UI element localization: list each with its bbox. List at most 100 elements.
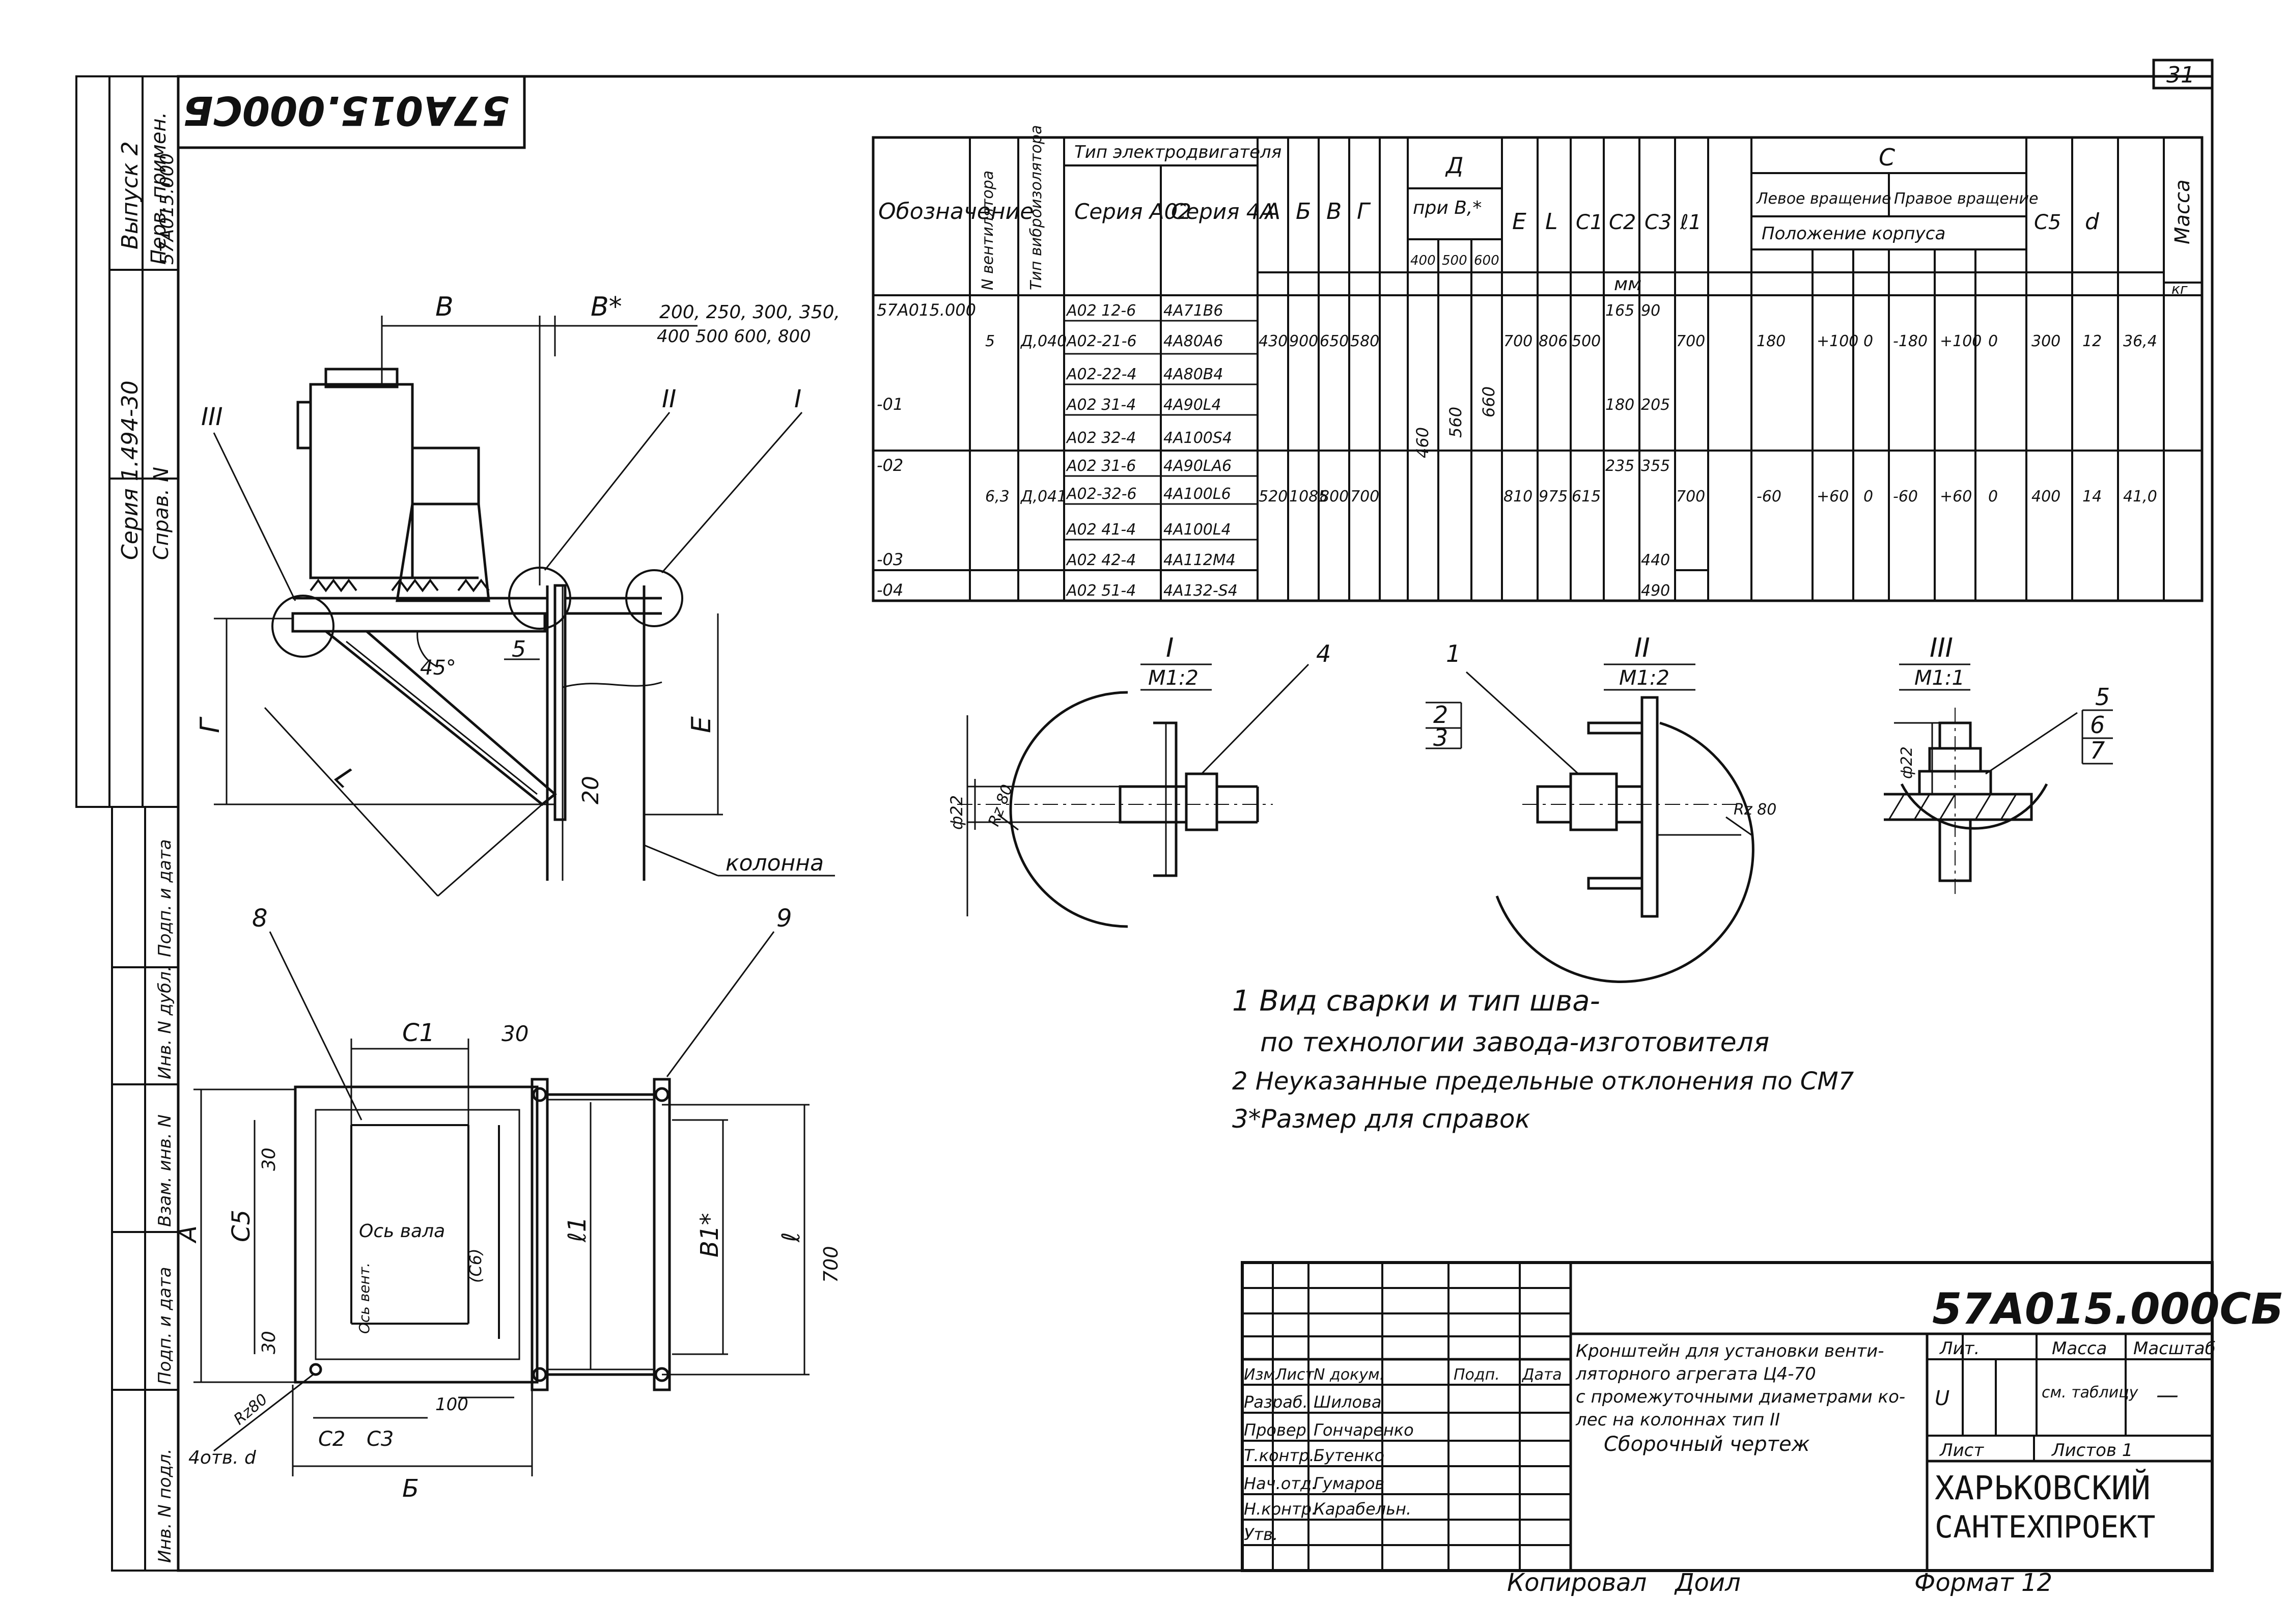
th-unit-mm: мм xyxy=(1614,274,1641,295)
side-field-4: Инв. N подл. xyxy=(155,1448,175,1563)
detail-ii-rz: Rz 80 xyxy=(1734,801,1776,819)
table-cell-a02: А02 32-4 xyxy=(1066,429,1136,447)
th-col-c2: С2 xyxy=(1609,211,1636,234)
th-col-v: В xyxy=(1326,199,1342,225)
title-sheets-label: Листов 1 xyxy=(2051,1440,2133,1461)
plan-dim-100: 100 xyxy=(435,1394,468,1415)
th-motor-type: Тип электродвигателя xyxy=(1074,142,1281,162)
detail-ii-id: II xyxy=(1634,633,1650,663)
dim-angle: 45° xyxy=(420,656,456,680)
table-cell-A: 430 xyxy=(1259,332,1288,350)
table-cell-s4a: 4А90LА6 xyxy=(1163,457,1232,475)
table-cell-cl2: +60 xyxy=(1817,488,1849,506)
detail-ii-label-3: 3 xyxy=(1433,724,1448,751)
plan-dim-b: Б xyxy=(402,1474,419,1503)
th-col-l1: ℓ1 xyxy=(1680,211,1702,234)
table-d-vertical: 560 xyxy=(1446,407,1465,438)
detail-iii-label-5: 5 xyxy=(2095,683,2110,711)
table-cell-C2: 235 xyxy=(1605,457,1634,475)
note-3: 3*Размер для справок xyxy=(1232,1104,1530,1134)
table-cell-s4a: 4А132-S4 xyxy=(1163,582,1238,600)
th-col-l: L xyxy=(1545,209,1558,235)
dim-b: В xyxy=(435,292,454,322)
table-cell-a02: А02-32-6 xyxy=(1066,485,1137,503)
table-cell-C2: 165 xyxy=(1605,302,1634,320)
table-cell-C2: 180 xyxy=(1605,396,1634,414)
dim-bstar: В* xyxy=(591,292,622,322)
title-sheet-label: Лист xyxy=(1939,1440,1984,1461)
side-first-use-value: 57А015.000 xyxy=(157,153,178,265)
title-name-1: Гончаренко xyxy=(1314,1420,1414,1440)
dim-twenty: 20 xyxy=(578,776,604,804)
title-col-izm: Изм xyxy=(1244,1366,1275,1384)
side-first-use-label: Перв. примен. xyxy=(147,112,171,265)
table-cell-d: 12 xyxy=(2082,332,2102,350)
table-cell-cr2: +60 xyxy=(1940,488,1972,506)
th-designation: Обозначение xyxy=(878,199,1034,225)
table-cell-cr2: +100 xyxy=(1940,332,1982,350)
table-cell-l1: 700 xyxy=(1676,332,1705,350)
plan-dim-c2: С2 xyxy=(318,1427,345,1451)
side-field-0: Подп. и дата xyxy=(155,839,175,957)
th-col-b: Б xyxy=(1296,199,1311,225)
th-c-label: С xyxy=(1879,144,1895,171)
title-role-3: Нач.отд. xyxy=(1244,1474,1317,1493)
table-cell-s4a: 4А80В4 xyxy=(1163,366,1223,383)
th-series-4a: Серия 4А xyxy=(1171,199,1274,224)
dim-bstar-values: 200, 250, 300, 350, xyxy=(659,302,840,323)
table-cell-C3: 205 xyxy=(1641,396,1670,414)
title-code: 57А015.000СБ xyxy=(1932,1284,2283,1334)
th-c-left: Левое вращение xyxy=(1756,190,1891,208)
table-cell-cl1: -60 xyxy=(1757,488,1781,506)
title-col-doc: N докум. xyxy=(1314,1366,1384,1384)
th-fan-number: N вентилятора xyxy=(979,171,997,290)
callout-circle-iii xyxy=(271,595,335,658)
th-d-small: d xyxy=(2085,209,2100,235)
callout-ii: II xyxy=(662,385,676,413)
table-cell-fan: 5 xyxy=(985,332,995,350)
table-cell-a02: А02 51-4 xyxy=(1066,582,1136,600)
table-cell-mass: 36,4 xyxy=(2123,332,2157,350)
title-role-0: Разраб. xyxy=(1244,1392,1308,1412)
table-cell-E: 700 xyxy=(1503,332,1532,350)
detail-ii xyxy=(1426,663,1754,983)
side-ref-label: Справ. N xyxy=(150,467,173,560)
title-role-5: Утв. xyxy=(1244,1525,1278,1544)
title-scale-label: Масштаб xyxy=(2133,1338,2216,1359)
table-cell-cr3: 0 xyxy=(1988,488,1998,506)
plan-fan-axis: Ось вент. xyxy=(356,1263,373,1334)
table-cell-C3: 490 xyxy=(1641,582,1670,600)
table-cell-C5: 300 xyxy=(2031,332,2060,350)
title-line-5: Сборочный чертеж xyxy=(1604,1433,1810,1456)
side-field-2: Взам. инв. N xyxy=(155,1114,175,1227)
table-cell-cl3: 0 xyxy=(1863,488,1873,506)
table-cell-C3: 90 xyxy=(1641,302,1660,320)
table-cell-a02: А02 42-4 xyxy=(1066,551,1136,569)
stamp-code-box xyxy=(177,75,526,149)
plan-dim-c1: С1 xyxy=(402,1019,435,1047)
detail-iii-dia: ф22 xyxy=(1898,746,1916,779)
table-cell-G: 580 xyxy=(1350,332,1379,350)
th-d-label: Д xyxy=(1445,153,1463,179)
title-col-sign: Подп. xyxy=(1454,1366,1500,1384)
footer-copied: Копировал xyxy=(1507,1569,1647,1597)
plan-dim-l: ℓ xyxy=(777,1232,805,1243)
detail-i xyxy=(957,663,1309,928)
plan-dim-b1star: В1* xyxy=(695,1213,724,1257)
title-col-date: Дата xyxy=(1521,1366,1562,1384)
table-cell-A: 520 xyxy=(1259,488,1288,506)
side-field-3: Подп. и дата xyxy=(155,1267,175,1385)
table-cell-B: 1085 xyxy=(1289,488,1328,506)
title-scale-value: — xyxy=(2156,1382,2179,1408)
plan-dim-c5: С5 xyxy=(227,1210,256,1242)
detail-i-scale: М1:2 xyxy=(1148,666,1199,690)
bracket-elevation-view xyxy=(213,316,835,897)
note-1b: по технологии завода-изготовителя xyxy=(1260,1027,1769,1058)
title-role-1: Провер. xyxy=(1244,1420,1312,1440)
table-cell-C3: 440 xyxy=(1641,551,1670,569)
footer-copied-sig: Доил xyxy=(1674,1569,1741,1597)
table-cell-iso: Д,040 xyxy=(1020,332,1067,350)
table-d-vertical: 460 xyxy=(1413,427,1432,458)
table-cell-a02: А02 31-4 xyxy=(1066,396,1136,414)
